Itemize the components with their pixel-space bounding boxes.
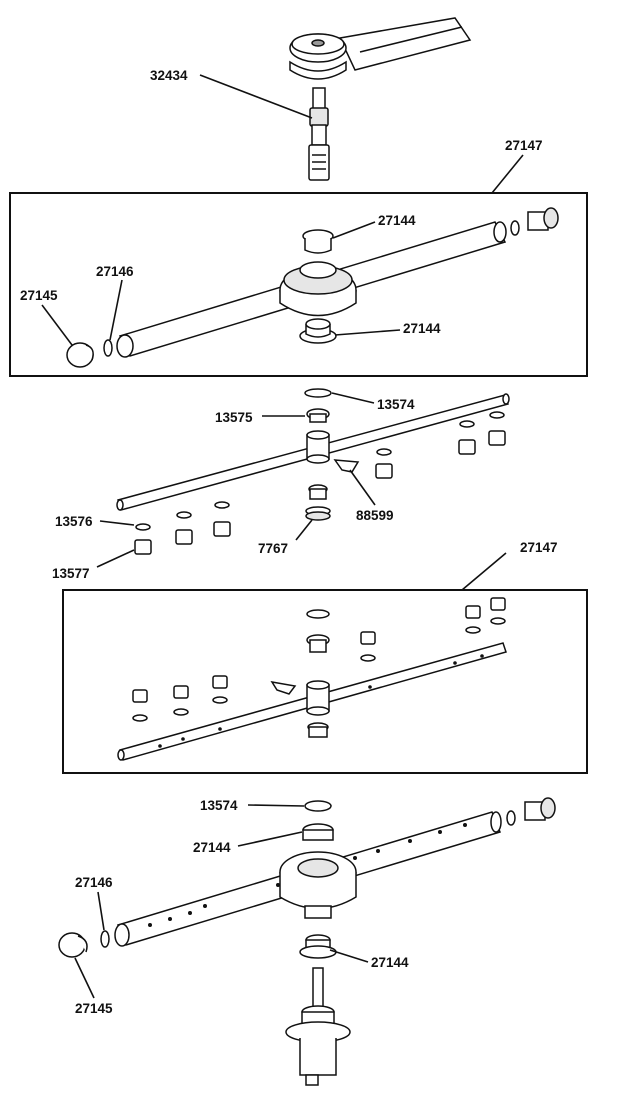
- label-32434: 32434: [150, 68, 188, 83]
- label-27144-upper-top: 27144: [378, 213, 416, 228]
- lower-frame: [62, 589, 588, 774]
- label-13575-mid: 13575: [215, 410, 253, 425]
- leader-27145-lower: [74, 957, 95, 999]
- leader-27144-upper-bottom: [334, 329, 401, 336]
- leader-27144-lower-top: [237, 831, 303, 847]
- label-88599-mid: 88599: [356, 508, 394, 523]
- upper-frame: [9, 192, 588, 377]
- bottom-hub-assembly: [58, 797, 556, 1086]
- leader-27146-lower: [97, 891, 105, 931]
- leader-27147-lower: [461, 552, 507, 591]
- label-13577-mid: 13577: [52, 566, 90, 581]
- leader-27144-lower-bottom: [329, 949, 369, 963]
- label-27144-lower-bottom: 27144: [371, 955, 409, 970]
- label-27146-lower: 27146: [75, 875, 113, 890]
- leader-88599-mid: [349, 469, 376, 506]
- label-27145-lower: 27145: [75, 1001, 113, 1016]
- label-13574-mid: 13574: [377, 397, 415, 412]
- lower-bar-assembly: [117, 597, 507, 761]
- label-27144-upper-bottom: 27144: [403, 321, 441, 336]
- leader-13577-mid: [96, 549, 135, 568]
- leader-27145-upper: [41, 304, 73, 346]
- upper-bar-assembly: [66, 207, 559, 368]
- label-27147-upper: 27147: [505, 138, 543, 153]
- leader-27144-upper-top: [332, 221, 376, 239]
- leader-13574-lower: [247, 804, 305, 807]
- top-arm: [289, 17, 472, 181]
- label-27147-lower: 27147: [520, 540, 558, 555]
- leader-27147-upper: [491, 154, 524, 194]
- label-13574-lower: 13574: [200, 798, 238, 813]
- label-27146-upper: 27146: [96, 264, 134, 279]
- leader-13576-mid: [99, 520, 135, 526]
- leader-32434: [199, 74, 313, 119]
- leader-13574-mid: [331, 392, 375, 404]
- label-7767-mid: 7767: [258, 541, 288, 556]
- leader-27146-upper: [109, 279, 123, 341]
- label-27145-upper: 27145: [20, 288, 58, 303]
- leader-7767-mid: [295, 519, 313, 541]
- middle-bar-assembly: [116, 388, 510, 555]
- label-13576-mid: 13576: [55, 514, 93, 529]
- label-27144-lower-top: 27144: [193, 840, 231, 855]
